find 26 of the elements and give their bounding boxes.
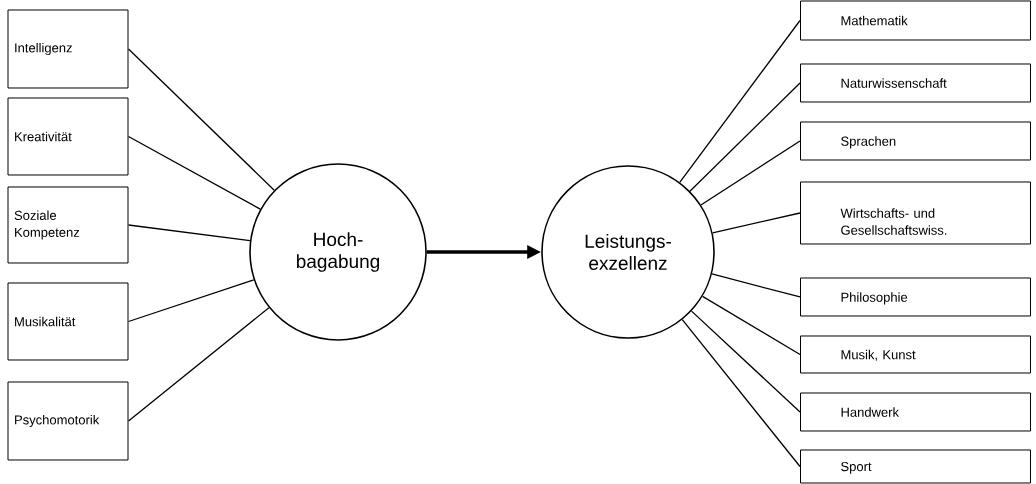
category-box: Intelligenz xyxy=(7,9,129,89)
category-box: Psychomotorik xyxy=(7,381,129,461)
category-box: Philosophie xyxy=(800,277,1031,317)
connector-line xyxy=(681,319,801,468)
category-box: Musik, Kunst xyxy=(800,335,1031,374)
connector-line xyxy=(127,279,255,323)
category-box: Naturwissenschaft xyxy=(800,63,1031,103)
connector-line xyxy=(127,135,261,210)
connector-line xyxy=(127,48,275,191)
connector-line xyxy=(711,273,801,298)
connector-line xyxy=(679,19,801,183)
category-box: Handwerk xyxy=(800,392,1031,432)
connector-line xyxy=(700,140,801,206)
category-box: Soziale Kompetenz xyxy=(7,186,129,264)
category-box: Sport xyxy=(800,449,1031,484)
connector-line xyxy=(712,212,801,234)
connector-line xyxy=(689,82,801,192)
connector-line xyxy=(701,295,801,356)
category-box: Sprachen xyxy=(800,121,1031,161)
connector-line xyxy=(127,307,270,422)
connector-line xyxy=(690,310,801,413)
category-box: Musikalität xyxy=(7,282,129,361)
category-box: Wirtschafts- und Gesellschaftswiss. xyxy=(800,181,1031,245)
category-box: Kreativität xyxy=(7,97,129,176)
connector-line xyxy=(127,224,251,242)
category-box: Mathematik xyxy=(800,0,1031,41)
